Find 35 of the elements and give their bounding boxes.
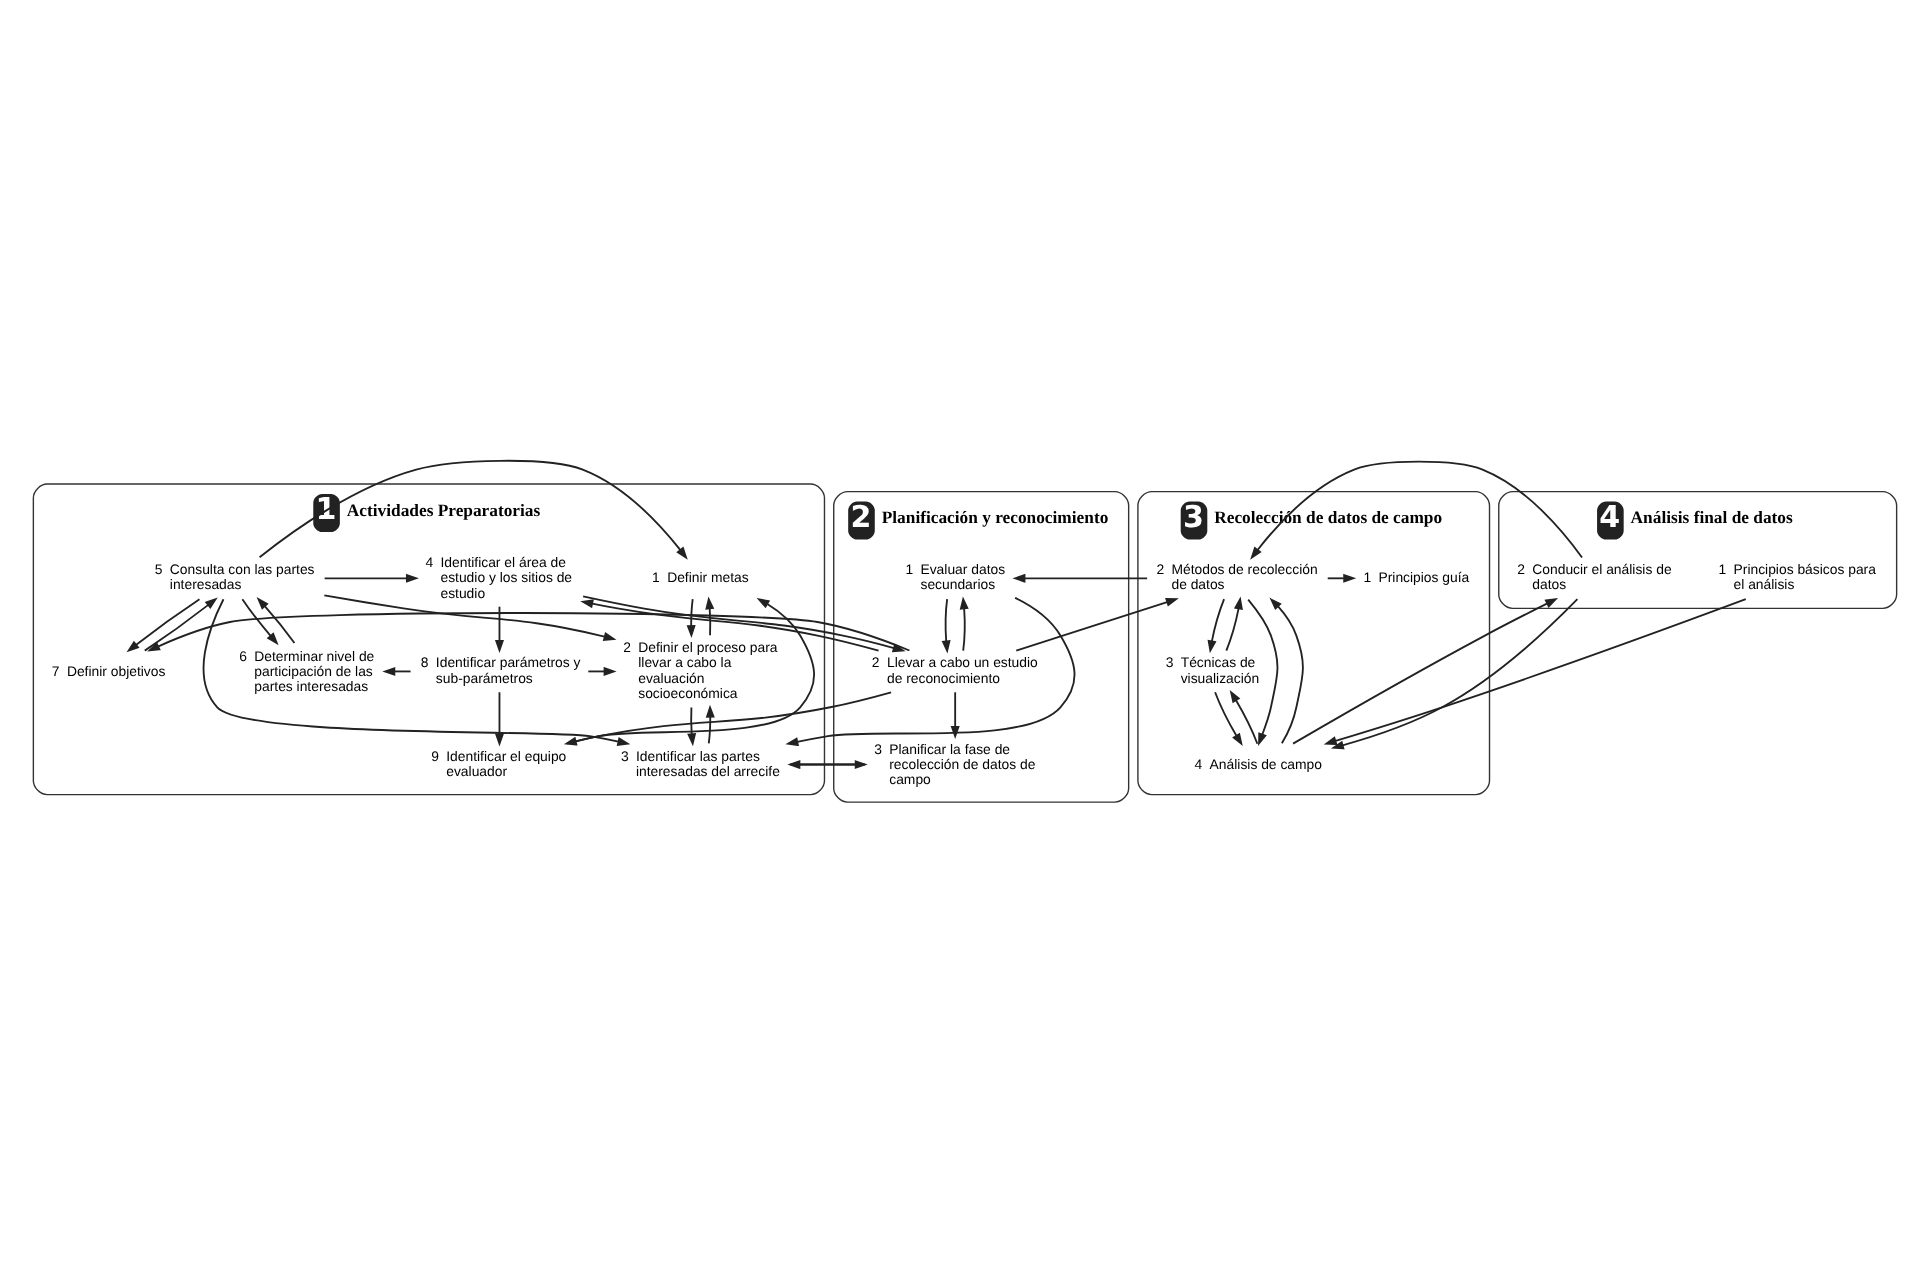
arrow [323, 572, 419, 582]
arrow [494, 690, 504, 746]
arrow [950, 690, 960, 738]
arrow [1012, 572, 1149, 582]
arrow [241, 597, 279, 645]
arrow [705, 595, 715, 636]
arrow [323, 593, 617, 640]
arrow [785, 595, 1076, 746]
arrow [258, 458, 688, 559]
arrow [1292, 597, 1559, 744]
arrow [202, 597, 631, 745]
arrow [686, 597, 696, 638]
arrow [147, 611, 911, 651]
arrow [126, 597, 201, 652]
arrow [941, 597, 951, 653]
arrow [1207, 597, 1225, 653]
arrow [705, 703, 715, 744]
arrow [1323, 597, 1747, 745]
arrow [256, 596, 296, 643]
arrow [959, 595, 969, 651]
arrow [580, 598, 880, 651]
arrow [143, 596, 218, 651]
arrow [1225, 595, 1243, 651]
arrow [1229, 688, 1259, 744]
arrow [1015, 596, 1179, 651]
arrow [1326, 572, 1357, 582]
arrow [1269, 596, 1304, 744]
arrow [1214, 690, 1243, 746]
arrow [582, 594, 906, 652]
arrow [494, 604, 504, 653]
arrow [1247, 597, 1279, 745]
arrow [563, 690, 892, 745]
arrow [1330, 597, 1579, 749]
arrow [687, 705, 697, 746]
arrow [1250, 459, 1583, 559]
